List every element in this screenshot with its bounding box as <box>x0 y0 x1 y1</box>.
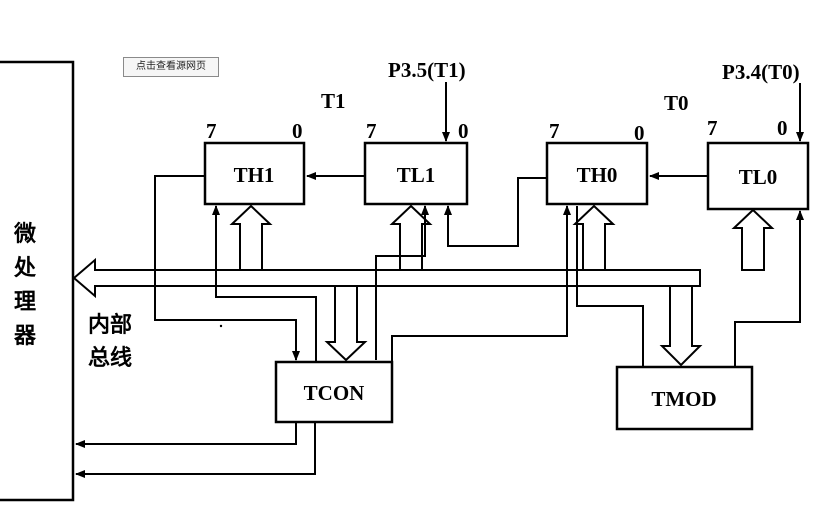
register-tl0 <box>706 141 810 211</box>
tl1-label: TL1 <box>397 163 436 187</box>
register-th1 <box>203 141 306 206</box>
register-th0 <box>545 141 649 206</box>
view-source-link[interactable]: 点击查看源网页 <box>123 57 219 77</box>
tmod-label: TMOD <box>651 387 716 411</box>
th1-lsb: 0 <box>292 119 303 143</box>
tl0-lsb: 0 <box>777 116 788 140</box>
register-tcon <box>274 360 394 424</box>
microprocessor-block: 微 处 理 器 <box>0 60 75 502</box>
pin-p35-label: P3.5(T1) <box>388 58 466 82</box>
register-tmod <box>615 365 754 431</box>
processor-char-2: 处 <box>13 255 36 281</box>
th0-label: TH0 <box>577 163 618 187</box>
processor-char-4: 器 <box>13 324 37 349</box>
th0-lsb: 0 <box>634 121 645 145</box>
tcon-return-1 <box>75 422 297 448</box>
bus-label-line2: 总线 <box>88 345 132 371</box>
tl1-lsb: 0 <box>458 119 469 143</box>
bus-label-line1: 内部 <box>88 312 132 338</box>
stray-dot <box>219 324 223 328</box>
internal-bus <box>72 257 701 299</box>
th1-label: TH1 <box>234 163 275 187</box>
tl1-msb: 7 <box>366 119 377 143</box>
pin-p34-label: P3.4(T0) <box>722 60 800 84</box>
th0-msb: 7 <box>549 119 560 143</box>
tcon-return-2 <box>75 422 316 478</box>
tcon-label: TCON <box>304 381 365 405</box>
timer-t1-label: T1 <box>321 89 346 113</box>
tl0-label: TL0 <box>739 165 778 189</box>
tl0-msb: 7 <box>707 116 718 140</box>
control-lines <box>154 175 804 367</box>
th1-msb: 7 <box>206 119 217 143</box>
timer-t0-label: T0 <box>664 91 689 115</box>
register-tl1 <box>363 141 469 206</box>
processor-char-3: 理 <box>14 290 36 315</box>
bus-taps <box>229 204 775 367</box>
processor-char-1: 微 <box>13 221 36 247</box>
